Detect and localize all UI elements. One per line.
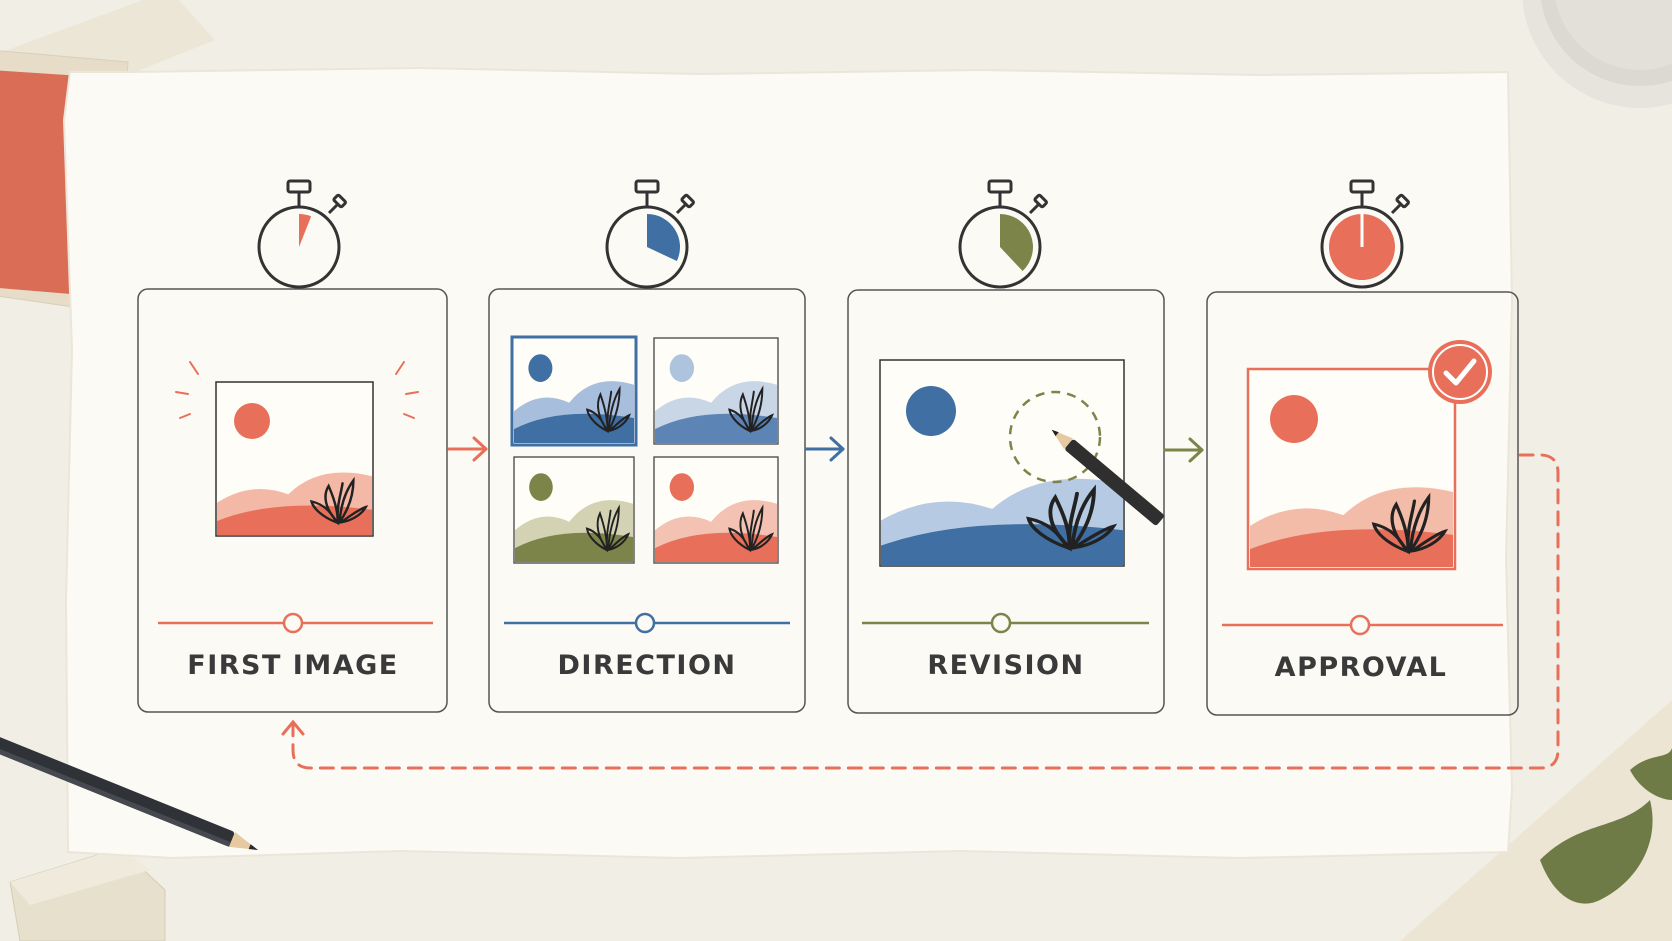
direction-options-grid [510, 335, 779, 564]
first-image-illustration [175, 361, 419, 537]
stage-card-first-image [137, 288, 448, 713]
stage-card-revision [847, 289, 1165, 714]
stage-arrows [447, 436, 1204, 463]
arrow-right-icon [1163, 437, 1204, 463]
stopwatch-icon [257, 179, 348, 289]
option-thumbnail-blue-selected [510, 335, 638, 447]
option-thumbnail-coral [653, 456, 779, 564]
fabric-swatch [1400, 700, 1672, 941]
stopwatch-icon [958, 179, 1049, 289]
revision-illustration [879, 359, 1164, 567]
pencil-icon [0, 724, 258, 850]
option-thumbnail-olive [513, 456, 635, 564]
arrow-right-icon [447, 436, 488, 462]
stopwatch-progress-fill [299, 214, 312, 247]
paper-sheet [62, 66, 1514, 860]
stage-card-direction [488, 288, 806, 713]
stopwatch-icon [1320, 179, 1411, 289]
arrow-right-icon [804, 436, 845, 462]
sparkle-lines-icon [175, 361, 419, 419]
stage-card-approval [1206, 291, 1519, 716]
stage-label-approval: APPROVAL [1274, 652, 1448, 683]
stage-label-first-image: FIRST IMAGE [187, 650, 399, 681]
stage-progress-lines [158, 612, 1503, 636]
ceramic-dish [1522, 0, 1672, 108]
focus-ring-dashed [1008, 390, 1102, 484]
checkmark-icon [1428, 340, 1492, 404]
stage-cards [137, 288, 1519, 716]
dashed-loop-arrow-icon [281, 453, 1560, 770]
stopwatch-progress-fill [1000, 214, 1034, 272]
pencil-icon [1051, 429, 1164, 526]
option-thumbnail-light-blue [653, 337, 779, 445]
stopwatch-progress-fill [647, 214, 681, 262]
stopwatches [257, 179, 1411, 289]
stage-label-direction: DIRECTION [557, 650, 737, 681]
eraser [9, 847, 166, 941]
approval-illustration [1246, 340, 1492, 571]
stage-label-revision: REVISION [927, 650, 1085, 681]
stopwatch-icon [605, 179, 696, 289]
